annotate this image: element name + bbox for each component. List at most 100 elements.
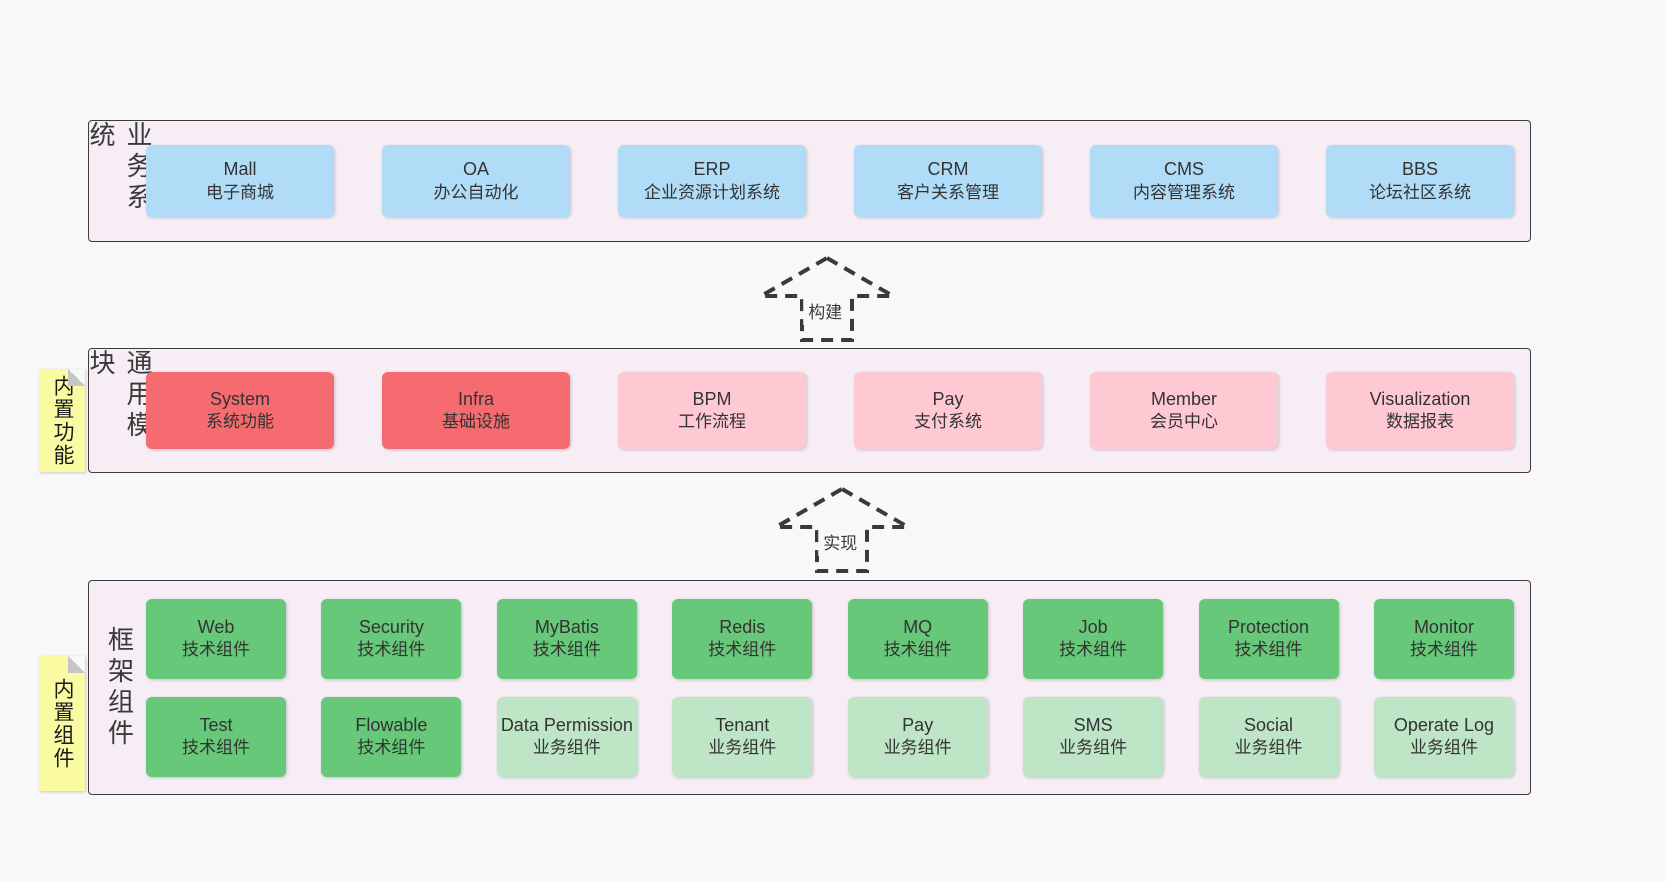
- section-label-business-systems: 业务系统: [86, 121, 153, 214]
- module-box-data-permission: Data Permission 业务组件: [496, 696, 637, 777]
- sticky-note-built-in-features: 内置功能: [39, 369, 85, 472]
- module-subtitle: 业务组件: [532, 738, 601, 758]
- module-subtitle: 企业资源计划系统: [644, 182, 780, 202]
- module-subtitle: 技术组件: [182, 640, 250, 660]
- module-title: Infra: [457, 388, 495, 409]
- module-subtitle: 内容管理系统: [1133, 182, 1235, 202]
- module-subtitle: 业务组件: [1234, 738, 1303, 758]
- module-subtitle: 技术组件: [1059, 640, 1128, 660]
- module-box-infra: Infra 基础设施: [382, 372, 570, 449]
- module-title: Security: [358, 616, 424, 637]
- module-title: MQ: [903, 616, 933, 637]
- module-box-monitor: Monitor 技术组件: [1373, 598, 1514, 679]
- module-title: Pay: [932, 388, 964, 409]
- module-title: Job: [1078, 616, 1108, 637]
- module-subtitle: 技术组件: [1234, 640, 1303, 660]
- module-title: CRM: [927, 159, 969, 180]
- module-title: Tenant: [715, 714, 770, 735]
- module-title: MyBatis: [534, 616, 599, 637]
- module-box-tenant: Tenant 业务组件: [672, 696, 813, 777]
- module-box-web: Web 技术组件: [146, 598, 286, 679]
- module-title: Member: [1150, 388, 1217, 409]
- section-common-modules: 内置功能 通用模块 System 系统功能 Infra 基础设施 BPM 工作流程 Pay 支…: [39, 348, 1531, 473]
- module-subtitle: 技术组件: [182, 738, 250, 758]
- module-title: ERP: [693, 159, 731, 180]
- sticky-note-label: 内置功能: [51, 374, 74, 467]
- module-title: Test: [199, 714, 233, 735]
- module-title: Protection: [1228, 616, 1310, 637]
- module-subtitle: 工作流程: [678, 412, 746, 432]
- module-subtitle: 技术组件: [357, 640, 426, 660]
- module-subtitle: 电子商城: [206, 182, 274, 202]
- arrow-build: 构建: [759, 256, 895, 342]
- module-subtitle: 基础设施: [442, 412, 510, 432]
- module-subtitle: 业务组件: [883, 738, 952, 758]
- module-title: Pay: [902, 714, 934, 735]
- section-label-framework-components: 框架组件: [104, 625, 135, 750]
- module-title: OA: [462, 159, 489, 180]
- common-modules-row: System 系统功能 Infra 基础设施 BPM 工作流程 Pay 支付系统 Member 会…: [146, 372, 1514, 449]
- dashed-up-arrow-icon: [774, 487, 910, 573]
- module-box-social: Social 业务组件: [1198, 696, 1339, 777]
- module-box-member: Member 会员中心: [1090, 372, 1278, 449]
- module-subtitle: 支付系统: [914, 412, 982, 432]
- arrow-implement: 实现: [774, 487, 910, 573]
- module-subtitle: 技术组件: [1409, 640, 1478, 660]
- module-title: Web: [197, 616, 235, 637]
- module-box-system: System 系统功能: [146, 372, 334, 449]
- module-title: Social: [1244, 714, 1294, 735]
- module-title: System: [209, 388, 270, 409]
- module-box-mq: MQ 技术组件: [847, 598, 988, 679]
- arrow-build-label: 构建: [803, 296, 848, 325]
- sticky-note-built-in-components: 内置组件: [39, 656, 85, 791]
- module-box-flowable: Flowable 技术组件: [321, 696, 462, 777]
- module-box-mybatis: MyBatis 技术组件: [496, 598, 637, 679]
- module-box-sms: SMS 业务组件: [1023, 696, 1164, 777]
- module-box-pay: Pay 业务组件: [847, 696, 988, 777]
- module-subtitle: 技术组件: [532, 640, 601, 660]
- module-box-test: Test 技术组件: [146, 696, 286, 777]
- module-box-protection: Protection 技术组件: [1198, 598, 1339, 679]
- section-label-common-modules: 通用模块: [86, 349, 153, 442]
- section-framework-components: 内置组件 框架组件 Web 技术组件 Security 技术组件 MyBatis 技术组件…: [39, 580, 1531, 795]
- module-subtitle: 技术组件: [357, 738, 426, 758]
- module-subtitle: 办公自动化: [433, 182, 519, 202]
- module-box-pay: Pay 支付系统: [854, 372, 1042, 449]
- module-title: BPM: [692, 388, 732, 409]
- module-title: Visualization: [1369, 388, 1471, 409]
- module-box-job: Job 技术组件: [1023, 598, 1164, 679]
- module-subtitle: 业务组件: [1409, 738, 1478, 758]
- module-subtitle: 系统功能: [206, 412, 274, 432]
- module-box-security: Security 技术组件: [321, 598, 462, 679]
- module-subtitle: 会员中心: [1150, 412, 1218, 432]
- common-modules-boxes: System 系统功能 Infra 基础设施 BPM 工作流程 Pay 支付系统 Member 会…: [146, 349, 1514, 472]
- module-box-bpm: BPM 工作流程: [618, 372, 806, 449]
- sticky-note-label: 内置组件: [51, 677, 74, 770]
- module-title: SMS: [1073, 714, 1113, 735]
- folded-corner-icon: [68, 656, 85, 673]
- module-title: Mall: [223, 159, 257, 180]
- module-subtitle: 业务组件: [1059, 738, 1128, 758]
- module-subtitle: 论坛社区系统: [1369, 182, 1471, 202]
- module-title: Data Permission: [500, 714, 633, 735]
- module-title: Flowable: [355, 714, 428, 735]
- arrow-implement-label: 实现: [818, 527, 863, 556]
- module-subtitle: 业务组件: [708, 738, 777, 758]
- dashed-up-arrow-icon: [759, 256, 895, 342]
- module-title: Redis: [719, 616, 766, 637]
- module-title: Monitor: [1413, 616, 1474, 637]
- module-subtitle: 技术组件: [883, 640, 952, 660]
